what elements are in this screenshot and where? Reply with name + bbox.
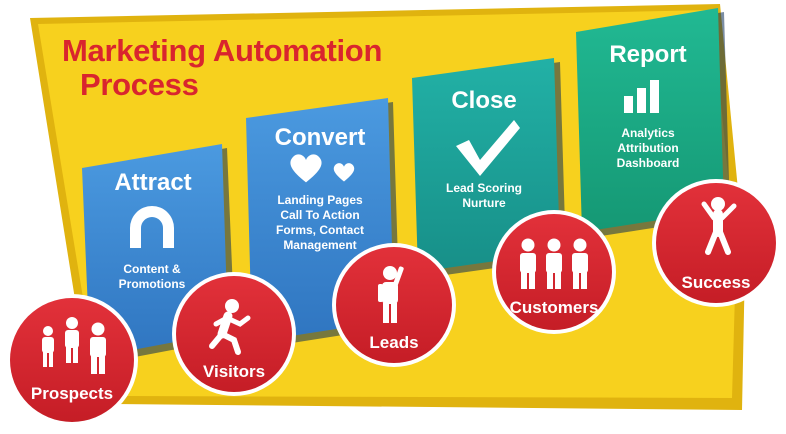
attract-line-1: Content & — [123, 262, 181, 276]
close-title: Close — [451, 87, 517, 114]
bar-chart-icon — [624, 80, 659, 113]
checkmark-icon — [456, 120, 520, 176]
report-line-2: Attribution — [617, 141, 679, 155]
success-label: Success — [681, 273, 751, 292]
close-line-1: Lead Scoring — [445, 181, 522, 195]
report-line-1: Analytics — [621, 126, 675, 140]
convert-line-1: Landing Pages — [277, 193, 363, 207]
convert-text: Landing Pages Call To Action Forms, Cont… — [258, 193, 382, 253]
report-card — [576, 8, 724, 232]
three-people-icon — [42, 317, 106, 374]
report-text: Analytics Attribution Dashboard — [588, 126, 708, 171]
cheering-person-icon — [701, 197, 737, 255]
raised-hand-person-icon — [378, 266, 404, 323]
customers-people-icon — [520, 238, 588, 289]
report-line-3: Dashboard — [616, 156, 680, 170]
customers-label: Customers — [509, 298, 599, 317]
report-title: Report — [609, 41, 687, 68]
visitors-label: Visitors — [202, 362, 266, 381]
close-line-2: Nurture — [462, 196, 506, 210]
convert-line-4: Management — [283, 238, 357, 252]
close-text: Lead Scoring Nurture — [424, 181, 544, 211]
attract-title: Attract — [114, 169, 192, 196]
running-person-icon — [209, 299, 251, 355]
title-line-1: Marketing Automation — [62, 33, 383, 68]
convert-line-2: Call To Action — [280, 208, 360, 222]
leads-label: Leads — [369, 333, 419, 352]
magnet-icon — [130, 206, 174, 248]
attract-line-2: Promotions — [118, 277, 186, 291]
convert-title: Convert — [274, 124, 366, 151]
convert-line-3: Forms, Contact — [275, 223, 364, 237]
hearts-icon — [290, 154, 355, 183]
diagram-title: Marketing Automation Process — [62, 34, 382, 102]
title-line-2: Process — [80, 67, 199, 102]
attract-text: Content & Promotions — [96, 262, 208, 292]
prospects-label: Prospects — [30, 384, 114, 403]
